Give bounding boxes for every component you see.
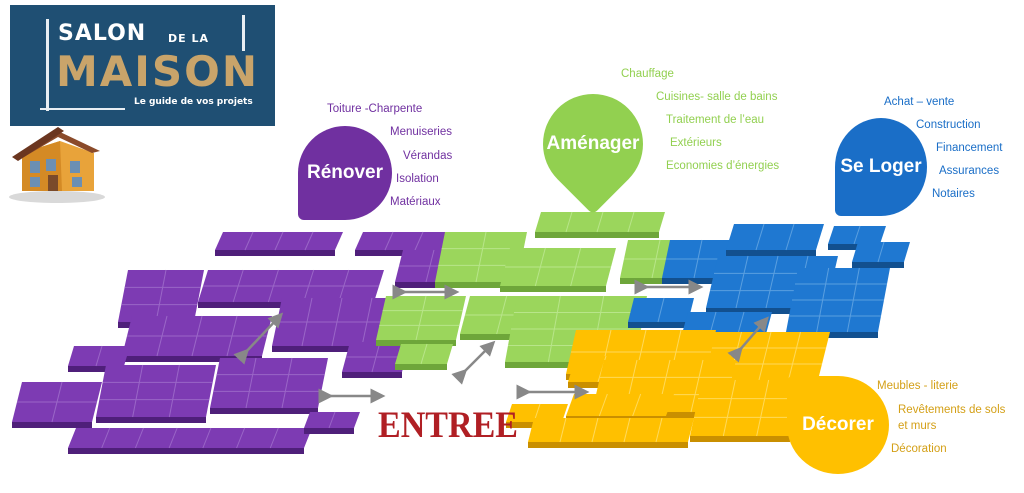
seloger-item: Achat – vente [884,96,955,108]
decorer-item: et murs [898,420,937,432]
seloger-item: Construction [916,119,981,131]
logo-maison-text: MAISON [56,47,260,96]
circulation-arrow [727,316,769,363]
logo-dela-text: DE LA [168,32,209,45]
stand-block-p[interactable] [122,315,272,362]
zone-decorer-title: Décorer [802,414,874,435]
renover-item: Matériaux [390,196,441,208]
amenager-item: Cuisines- salle de bains [656,91,778,103]
zone-seloger-title: Se Loger [840,156,922,177]
circulation-arrow [233,312,284,365]
stand-block-p[interactable] [12,381,102,428]
circulation-arrow [451,340,496,385]
logo-tagline: Le guide de vos projets [134,97,253,107]
amenager-item: Traitement de l’eau [666,114,765,126]
stand-block-b[interactable] [726,223,824,256]
renover-item: Toiture -Charpente [327,103,423,115]
zone-amenager-title: Aménager [546,133,640,154]
entrance-label: ENTREE [378,405,518,446]
seloger-item: Financement [936,142,1003,154]
zone-renover-title: Rénover [306,162,384,183]
stand-block-p[interactable] [215,231,343,256]
zone-renover-bubble[interactable]: Rénover [298,126,392,220]
stand-block-g[interactable] [535,211,665,238]
seloger-item: Notaires [932,188,975,200]
logo-frame-line [242,15,245,51]
stand-block-p[interactable] [68,427,312,454]
stand-block-p[interactable] [342,341,410,378]
house-illustration [9,127,105,203]
amenager-item: Economies d’énergies [666,160,780,172]
stand-block-g[interactable] [395,343,453,370]
stand-block-p[interactable] [304,411,360,434]
renover-item: Isolation [396,173,439,185]
renover-item: Vérandas [403,150,453,162]
stand-block-g[interactable] [376,295,466,346]
salon-logo: SALON DE LA MAISON Le guide de vos proje… [10,5,275,126]
stand-block-y[interactable] [528,417,694,448]
zone-amenager-bubble[interactable]: Aménager [522,73,664,215]
stand-block-b[interactable] [786,267,890,338]
amenager-item: Extérieurs [670,137,722,149]
logo-frame-line [46,19,49,111]
stand-block-b[interactable] [628,297,694,328]
renover-item: Menuiseries [390,126,452,138]
logo-frame-line [40,108,125,110]
decorer-item: Meubles - literie [877,380,959,392]
amenager-item: Chauffage [621,68,674,80]
stand-block-p[interactable] [96,364,216,423]
stand-block-b[interactable] [852,241,910,268]
stand-block-p[interactable] [210,357,328,414]
decorer-item: Décoration [891,443,947,455]
zone-decorer-bubble[interactable]: Décorer [787,376,889,474]
stand-block-y[interactable] [690,379,802,442]
decorer-item: Revêtements de sols [898,404,1006,416]
stand-block-g[interactable] [500,247,616,292]
logo-salon-text: SALON [58,21,147,46]
seloger-item: Assurances [939,165,1000,177]
stand-block-y[interactable] [566,393,674,422]
zone-seloger-bubble[interactable]: Se Loger [835,118,927,216]
